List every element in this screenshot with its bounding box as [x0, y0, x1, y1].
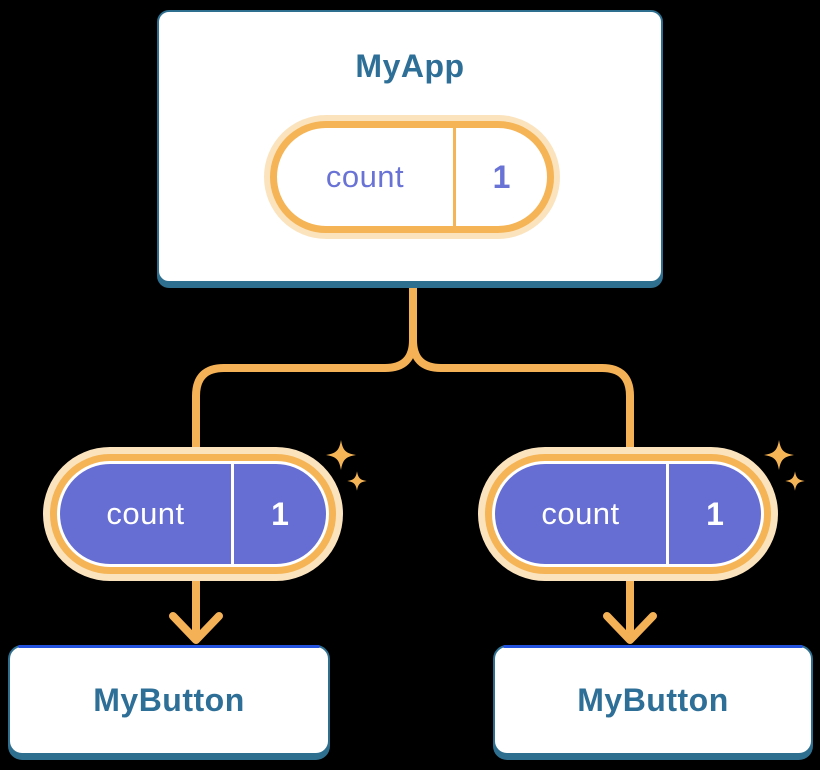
state-name: count	[541, 496, 620, 531]
myapp-title: MyApp	[355, 48, 465, 84]
mybutton-title: MyButton	[577, 681, 729, 718]
mybutton-title: MyButton	[93, 681, 245, 718]
state-value: 1	[706, 495, 724, 532]
state-name: count	[106, 496, 185, 531]
myapp-card: MyApp count 1	[157, 10, 663, 283]
pill-divider	[666, 464, 669, 564]
state-pill-child-right: count 1	[492, 461, 764, 567]
state-value: 1	[492, 158, 511, 195]
pill-divider	[453, 128, 456, 226]
arrow-down-icon	[603, 612, 657, 644]
mybutton-card-left: MyButton	[8, 645, 330, 755]
sparkle-icon	[326, 440, 367, 491]
state-value: 1	[271, 495, 289, 532]
mybutton-card-right: MyButton	[493, 645, 813, 755]
state-pill-child-left: count 1	[57, 461, 329, 567]
sparkle-icon	[764, 440, 805, 491]
arrow-down-icon	[169, 612, 223, 644]
render-highlight-line	[18, 645, 320, 648]
state-pill-root: count 1	[270, 121, 554, 233]
render-highlight-line	[503, 645, 803, 648]
state-name: count	[325, 159, 405, 194]
